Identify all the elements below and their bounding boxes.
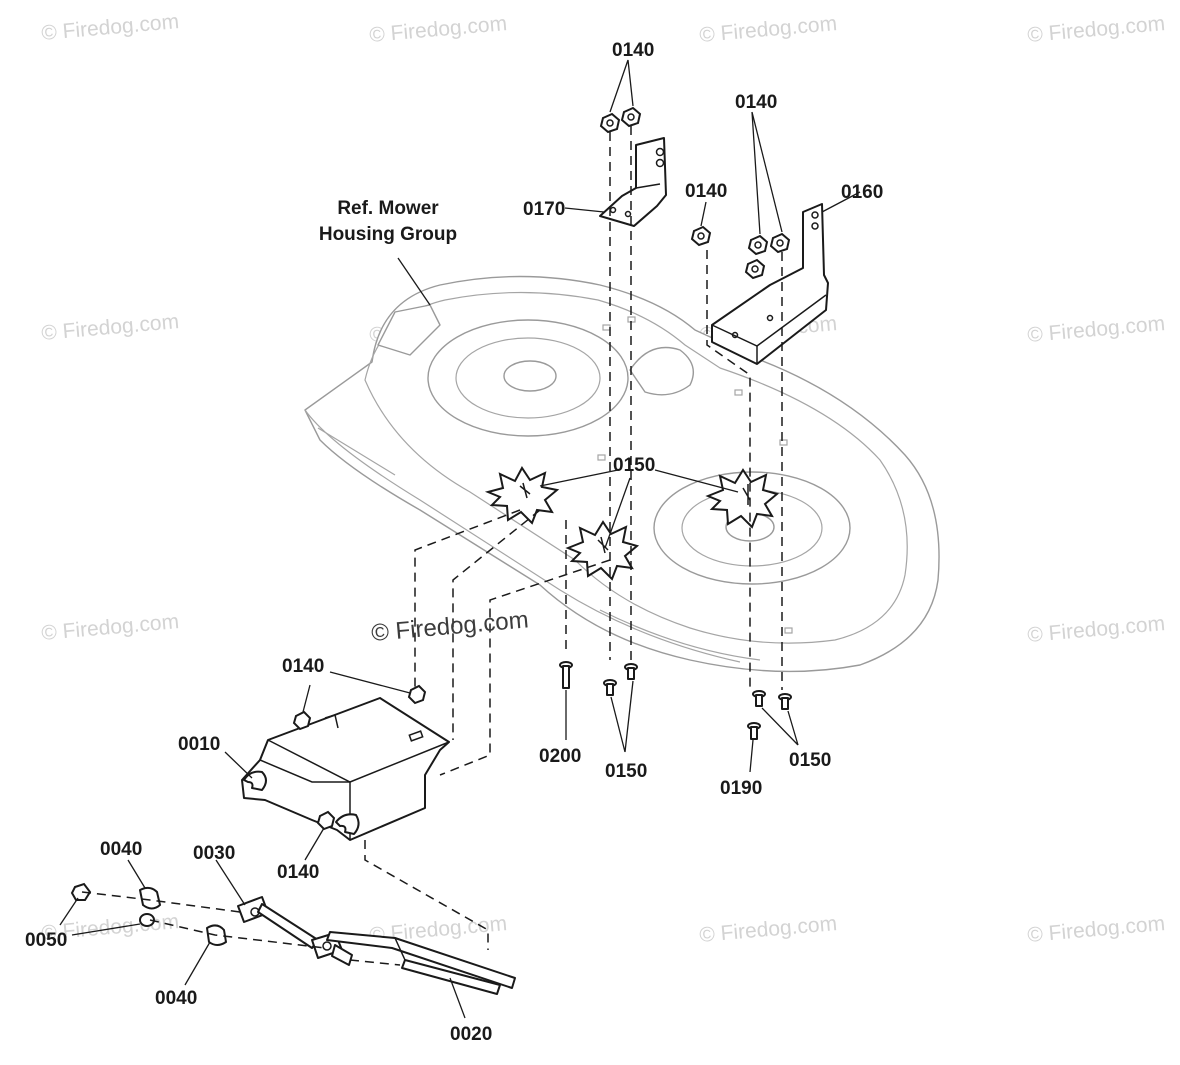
label-0050: 0050 bbox=[25, 930, 67, 951]
label-0150-bottom-right: 0150 bbox=[789, 750, 831, 771]
label-0040-top: 0040 bbox=[100, 839, 142, 860]
reference-note-line2: Housing Group bbox=[319, 224, 457, 245]
nut-0140-top-b bbox=[620, 106, 642, 128]
label-0030: 0030 bbox=[193, 843, 235, 864]
label-0020-partial: 0020 bbox=[450, 1024, 492, 1045]
reference-note-line1: Ref. Mower bbox=[337, 198, 439, 219]
label-0010: 0010 bbox=[178, 734, 220, 755]
bracket-0160 bbox=[711, 203, 829, 365]
nut-0140-bottom bbox=[316, 810, 336, 831]
spacers-and-nuts bbox=[70, 882, 227, 946]
bolt-0150-a bbox=[603, 679, 617, 696]
watermark: © Firedog.com bbox=[698, 912, 838, 947]
part-labels: Ref. Mower Housing Group 0140 0140 0140 … bbox=[25, 40, 883, 1045]
bolt-0150-c bbox=[752, 690, 766, 707]
fastener-burst-left bbox=[484, 466, 560, 525]
watermark: © Firedog.com bbox=[1026, 612, 1166, 647]
watermark: © Firedog.com bbox=[1026, 12, 1166, 47]
label-0190: 0190 bbox=[720, 778, 762, 799]
nut-0050 bbox=[70, 882, 92, 901]
nut-0140-left bbox=[292, 710, 312, 731]
watermark-main: © Firedog.com bbox=[370, 606, 529, 647]
front-bracket-0010 bbox=[241, 697, 450, 841]
watermark: © Firedog.com bbox=[1026, 312, 1166, 347]
spacer-0050-lower bbox=[139, 913, 155, 927]
label-0140-right-top: 0140 bbox=[735, 92, 777, 113]
label-0140-mid: 0140 bbox=[685, 181, 727, 202]
watermark: © Firedog.com bbox=[40, 10, 180, 45]
lift-linkage bbox=[237, 896, 516, 995]
bolt-0190 bbox=[747, 722, 761, 740]
watermark: © Firedog.com bbox=[368, 12, 508, 47]
fastener-burst-right bbox=[705, 468, 780, 529]
label-0200: 0200 bbox=[539, 746, 581, 767]
label-0150-center: 0150 bbox=[613, 455, 655, 476]
nut-0140-right-b bbox=[769, 232, 791, 254]
watermark: © Firedog.com bbox=[40, 310, 180, 345]
label-0140-top: 0140 bbox=[612, 40, 654, 61]
bolt-0200 bbox=[559, 661, 573, 689]
label-0160: 0160 bbox=[841, 182, 883, 203]
label-0140-bottom: 0140 bbox=[277, 862, 319, 883]
mower-housing-reference bbox=[304, 275, 940, 673]
label-0140-left: 0140 bbox=[282, 656, 324, 677]
hidden-fastener-callouts bbox=[484, 466, 780, 581]
leader-lines bbox=[59, 59, 861, 1019]
spacer-0040-upper bbox=[139, 886, 161, 910]
nut-0140-right-c bbox=[744, 258, 766, 280]
label-0040-bottom: 0040 bbox=[155, 988, 197, 1009]
watermark: © Firedog.com bbox=[1026, 912, 1166, 947]
nut-0140-mid bbox=[690, 225, 712, 247]
nut-0140-right-a bbox=[747, 234, 769, 256]
nut-0140-bracket-top bbox=[407, 684, 427, 705]
bolt-0150-d bbox=[778, 693, 792, 710]
watermark: © Firedog.com bbox=[40, 610, 180, 645]
nut-0140-top-a bbox=[599, 112, 621, 134]
bolts bbox=[559, 661, 792, 740]
label-0170: 0170 bbox=[523, 199, 565, 220]
assembly-lines bbox=[81, 126, 783, 966]
fastener-burst-center bbox=[565, 520, 640, 581]
watermark: © Firedog.com bbox=[698, 12, 838, 47]
nuts-0140 bbox=[292, 106, 791, 831]
label-0150-bottom-mid: 0150 bbox=[605, 761, 647, 782]
bolt-0150-b bbox=[624, 663, 638, 680]
